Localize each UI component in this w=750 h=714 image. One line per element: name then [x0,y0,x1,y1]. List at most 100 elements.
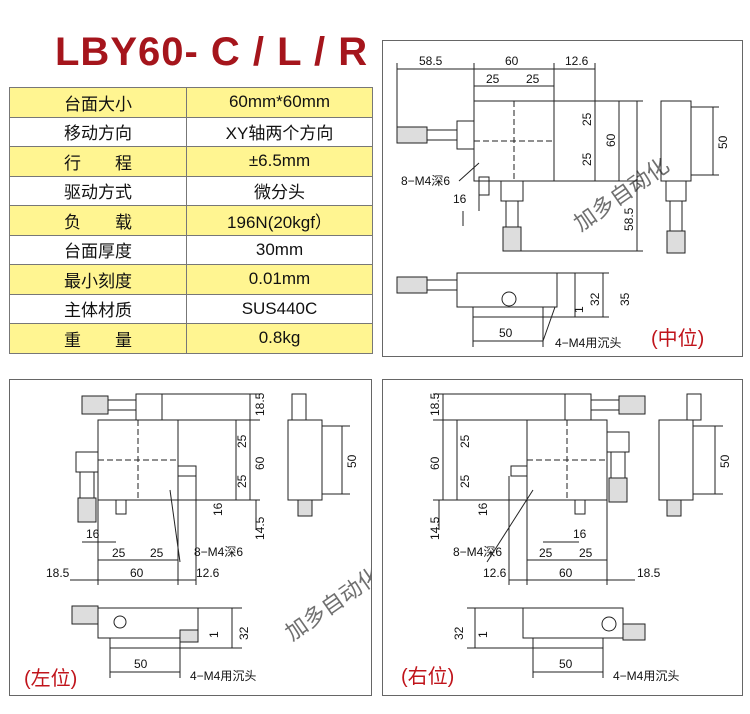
left-drawing: 18.5 25 60 25 16 14.5 50 16 25 25 18.5 6… [46,392,371,683]
position-label-left: (左位) [24,668,78,690]
position-label-right: (右位) [401,666,455,688]
micrometer-mount [606,431,630,453]
clamp-screw [478,176,490,196]
dim-label: 16 [573,527,587,541]
dim-label: 25 [112,546,126,560]
micrometer-knob [396,126,428,144]
micrometer-mount [75,451,99,473]
spec-value: 30mm [186,234,373,265]
spec-value: XY轴两个方向 [186,116,373,147]
right-drawing-panel: 18.5 25 60 25 16 14.5 50 16 25 25 12.6 6… [382,379,743,696]
dim-label: 16 [211,502,225,516]
micrometer-mount [564,393,592,421]
left-drawing-panel: 18.5 25 60 25 16 14.5 50 16 25 25 18.5 6… [9,379,372,696]
spec-label: 行 程 [9,146,187,177]
hole-note: 8−M4深6 [194,545,243,559]
front-view [426,279,458,291]
front-view [109,637,181,649]
dim-label: 60 [559,566,573,580]
dim-label: 25 [579,546,593,560]
spec-label: 台面厚度 [9,234,187,265]
dim-label: 50 [716,135,730,149]
dim-label: 25 [458,474,472,488]
dim-label: 25 [235,434,249,448]
clamp-screw [115,499,127,515]
front-view [113,615,127,629]
dim-label: 14.5 [428,516,442,540]
front-view [522,607,624,639]
side-view [287,419,323,501]
dim-label: 50 [345,454,359,468]
hole-note: 4−M4用沉头 [555,336,621,350]
hole-note: 4−M4用沉头 [190,669,256,683]
front-view [501,291,517,307]
front-view [601,616,617,632]
dim-label: 18.5 [428,392,442,416]
side-view [658,419,694,501]
spec-label: 驱动方式 [9,175,187,206]
micrometer-barrel [610,451,626,479]
dim-label: 60 [505,54,519,68]
dim-label: 32 [237,626,251,640]
spec-label: 台面大小 [9,87,187,118]
dim-label: 16 [476,502,490,516]
dim-label: 25 [539,546,553,560]
side-view [669,200,683,232]
front-view [456,272,558,308]
micrometer-knob [618,395,646,415]
clamp-screw [574,499,586,515]
spec-label: 移动方向 [9,116,187,147]
micrometer-barrel [505,200,519,228]
front-view [622,623,646,641]
dim-label: 25 [235,474,249,488]
micrometer-knob [502,226,522,252]
dim-label: 18.5 [253,392,267,416]
side-view [665,180,687,202]
dim-label: 60 [428,456,442,470]
micrometer-barrel [590,399,620,411]
micrometer-mount [500,180,524,202]
micrometer-knob [77,497,97,523]
dim-label: 25 [458,434,472,448]
micrometer-barrel [426,129,458,141]
micrometer-knob [608,477,628,503]
dim-label: 60 [253,456,267,470]
side-view [686,393,702,421]
micrometer-mount [135,393,163,421]
spec-row: 驱动方式微分头 [9,175,373,206]
spec-label: 重 量 [9,323,187,354]
side-view [666,499,682,517]
micrometer-barrel [79,471,95,499]
dim-label: 60 [130,566,144,580]
dim-label: 50 [718,454,732,468]
spec-value: 微分头 [186,175,373,206]
dim-label: 50 [134,657,148,671]
micrometer-barrel [107,399,137,411]
spec-label: 负 载 [9,205,187,236]
center-drawing-panel: 58.5 60 12.6 25 25 25 25 60 58.5 16 50 3… [382,40,743,357]
dim-label: 35 [618,292,632,306]
spec-value: SUS440C [186,293,373,324]
hole-note: 8−M4深6 [453,545,502,559]
front-view [179,629,199,643]
center-drawing: 58.5 60 12.6 25 25 25 25 60 58.5 16 50 3… [396,54,730,350]
front-view [396,276,428,294]
spec-row: 行 程±6.5mm [9,146,373,177]
dim-label: 12.6 [483,566,507,580]
product-title: LBY60- C / L / R [55,30,369,74]
micrometer-mount [456,120,475,150]
front-view [472,306,544,318]
side-view [291,393,307,421]
clamp-screw [510,465,528,477]
dim-label: 12.6 [565,54,589,68]
dim-label: 14.5 [253,516,267,540]
front-view [532,637,604,649]
